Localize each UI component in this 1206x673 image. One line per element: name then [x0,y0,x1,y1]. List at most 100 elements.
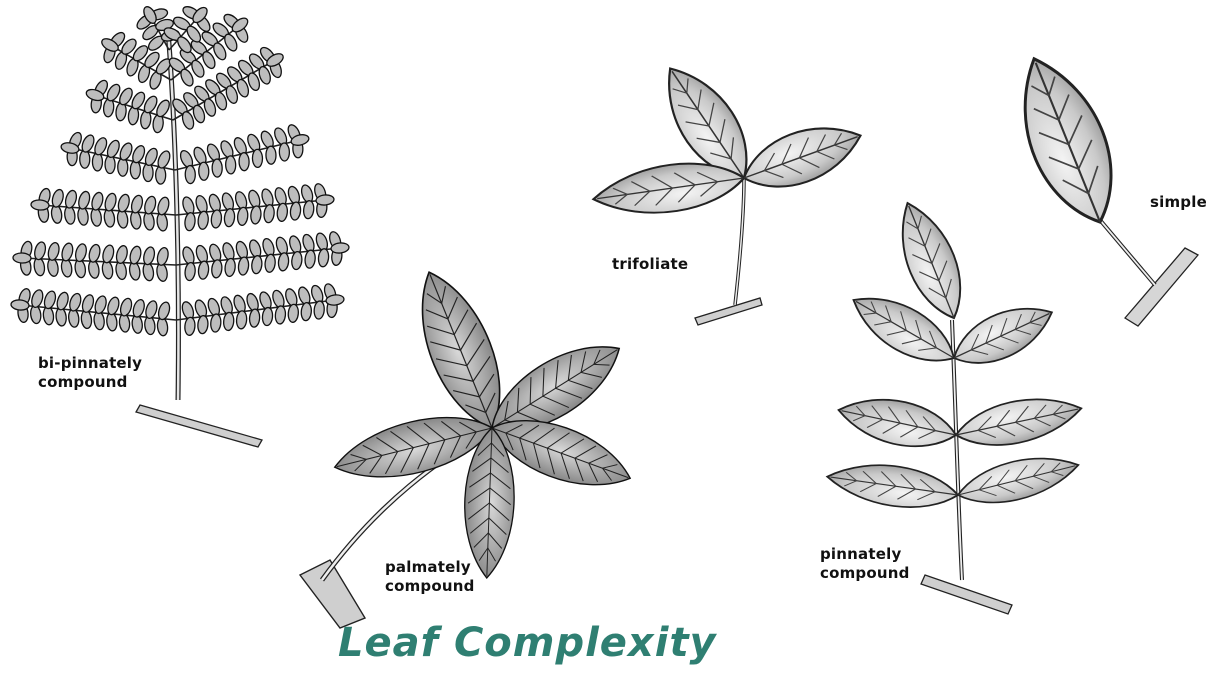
bipinnate-leaflet [236,310,247,329]
label-palmately-line1: palmately [385,558,475,577]
bipinnate-leaflet [118,158,128,176]
bipinnate-leaflet [219,295,234,315]
bipinnate-leaflet [252,149,262,167]
bipinnate-leaflet [128,245,142,265]
label-pinnately-line2: compound [820,564,910,583]
bipinnate-leaflet [264,254,276,273]
label-bipinnately-line1: bi-pinnately [38,354,142,373]
bipinnate-leaflet [143,164,153,182]
bipinnate-leaflet [184,262,196,281]
bipinnate-leaflet [80,293,95,313]
bipinnate-leaflet [232,294,247,314]
bipinnate-leaflet [279,143,289,161]
bipinnate-leaflet [144,300,159,320]
bipinnate-leaflet [90,191,105,211]
bipinnate-leaflet [211,259,223,278]
bipinnate-leaflet [271,289,286,309]
bipinnate-leaflet [87,243,101,263]
bipinnate-leaflet [249,309,260,328]
label-trifoliate: trifoliate [612,255,688,274]
bipinnate-leaflet [42,290,57,310]
bipinnate-leaflet [140,110,152,129]
bipinnate-leaflet [238,257,250,276]
bipinnate-leaflet [130,161,140,179]
bipinnate-leaflet [225,156,235,174]
bipinnate-leaflet [251,255,263,274]
bipinnate-leaflet [157,301,172,321]
label-pinnately-compound: pinnately compound [820,545,910,583]
bipinnate-leaflet [106,296,121,316]
bipinnate-leaflet [206,297,221,317]
bipinnate-leaflet [262,307,273,326]
label-palmately-compound: palmately compound [385,558,475,596]
bipinnate-leaflet [318,248,330,267]
bipinnate-leaflet [278,252,290,271]
simple-leaf [1000,45,1198,326]
bipinnate-leaflet [224,258,236,277]
bipinnate-leaflet [33,241,47,261]
bipinnate-leaflet [77,190,92,210]
bipinnate-leaflet [193,299,208,319]
bipinnate-leaflet [64,189,79,209]
bipinnate-leaflet [101,244,115,264]
bipinnate-leaflet [130,194,145,214]
bipinnate-leaflet [60,242,74,262]
bipinnate-leaflet [119,297,134,317]
bipinnate-leaflet [103,98,115,117]
bipinnate-leaflet [237,207,249,226]
bipinnate-leaflet [92,153,102,171]
bipinnate-leaflet [313,301,324,320]
label-simple: simple [1150,193,1206,212]
bipinnate-leaflet [115,102,127,121]
bipinnate-leaflet [115,245,129,265]
bipinnate-leaflet [184,212,196,231]
bipinnate-leaflet [197,211,209,230]
bipinnate-leaflet [180,300,195,320]
bipinnate-leaflet [68,292,83,312]
bipinnate-leaflet [245,292,260,312]
bipinnate-leaflet [13,253,31,264]
bipinnate-leaflet [156,246,170,266]
trifoliate-leaf [590,54,869,325]
bipinnate-leaflet [284,287,299,307]
label-bipinnately-line2: compound [38,373,142,392]
bipinnate-leaflet [93,295,108,315]
bipinnate-leaflet [250,205,262,224]
bipinnate-leaflet [301,302,312,321]
bipinnate-leaflet [291,251,303,270]
page-title: Leaf Complexity [338,620,717,666]
bipinnate-leaflet [258,291,273,311]
bipinnate-leaflet [290,202,302,221]
bipinnate-leaflet [116,193,131,213]
bipinnate-leaflet [185,165,195,183]
bipinnate-leaflet [297,286,312,306]
bipinnate-leaflet [210,314,221,333]
bipinnate-leaflet [156,166,166,184]
label-pinnately-line1: pinnately [820,545,910,564]
label-simple-text: simple [1150,193,1206,212]
bipinnate-leaflet [210,209,222,228]
bipinnate-leaflet [304,250,316,269]
bipinnate-leaflet [74,243,88,263]
bipinnate-leaflet [103,192,118,212]
bipinnate-leaflet [156,196,171,216]
bipinnate-leaflet [266,146,276,164]
bipinnate-leaflet [142,246,156,266]
bipinnate-leaflet [47,241,61,261]
bipinnate-leaflet [143,195,158,215]
bipinnate-leaflet [276,203,288,222]
bipinnate-leaflet [198,261,210,280]
bipinnate-leaflet [184,317,195,336]
bipinnate-leaflet [197,315,208,334]
bipinnate-leaflet [131,298,146,318]
label-bipinnately-compound: bi-pinnately compound [38,354,142,392]
bipinnate-leaflet [128,106,140,125]
bipinnate-leaflet [288,304,299,323]
bipinnate-leaflet [152,114,164,133]
label-palmately-line2: compound [385,577,475,596]
bipinnate-leaflet [263,204,275,223]
bipinnate-leaflet [199,162,209,180]
bipinnate-leaflet [303,200,315,219]
bipinnate-leaflet [50,188,65,208]
